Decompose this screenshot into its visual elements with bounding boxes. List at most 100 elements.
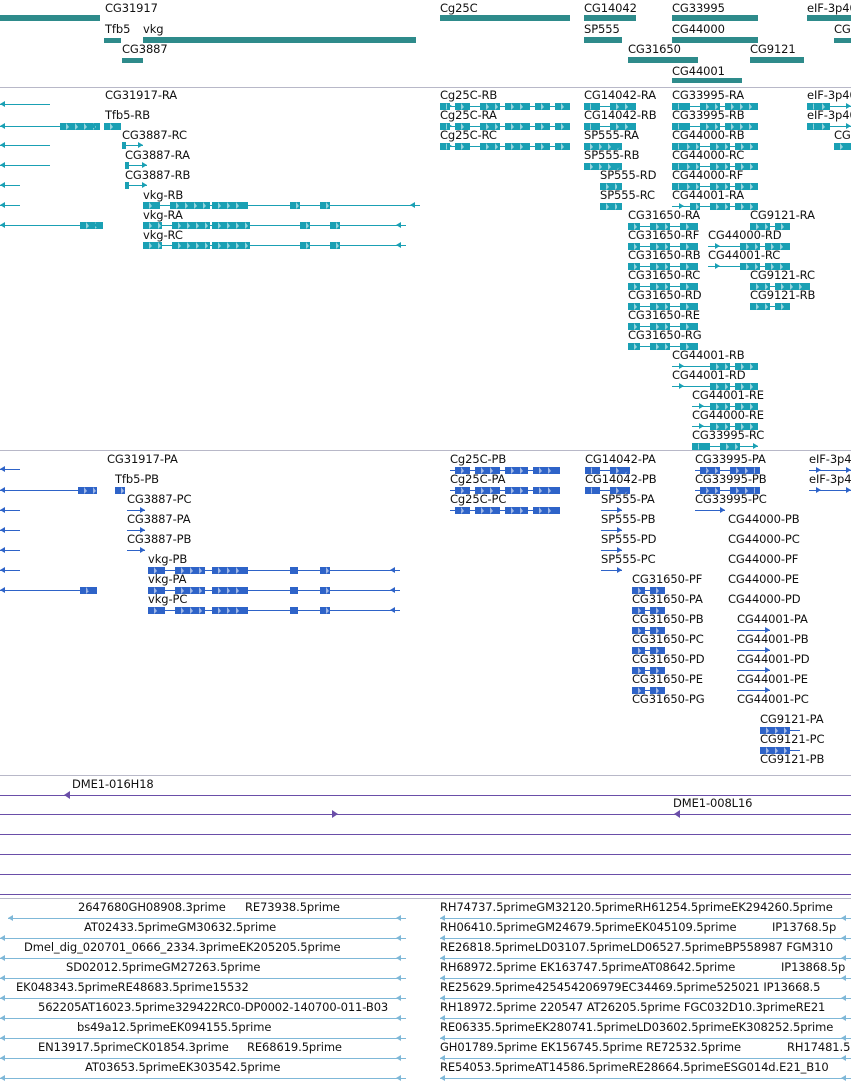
feature-line[interactable] <box>0 510 20 511</box>
feature-label[interactable]: CG9121-PC <box>760 732 825 746</box>
feature-label[interactable]: bs49a12.5primeEK094155.5prime <box>77 1020 272 1034</box>
feature-label[interactable]: RE68619.5prime <box>247 1040 342 1054</box>
feature-line[interactable] <box>737 650 770 651</box>
feature-label[interactable]: CG31917-PA <box>107 452 178 466</box>
feature-line[interactable] <box>0 205 20 206</box>
feature-label[interactable]: EN13917.5primeCK01854.3prime <box>38 1040 229 1054</box>
feature-label[interactable]: RH74737.5primeGM32120.5primeRH61254.5pri… <box>440 900 833 914</box>
feature-label[interactable]: CG31650-RF <box>628 228 700 242</box>
feature-line[interactable] <box>601 530 622 531</box>
feature-label[interactable]: CG33995 <box>672 1 725 15</box>
feature-line[interactable] <box>125 165 147 166</box>
feature-label[interactable]: Tfb5-PB <box>115 472 159 486</box>
feature-label[interactable]: CG44000-PD <box>728 592 801 606</box>
gene-glyph[interactable] <box>584 15 636 21</box>
feature-label[interactable]: CG44001-RD <box>672 368 746 382</box>
feature-label[interactable]: RH18972.5prime 220547 AT26205.5prime FGC… <box>440 1000 826 1014</box>
feature-line[interactable] <box>737 670 770 671</box>
feature-label[interactable]: Cg25C-PA <box>450 472 506 486</box>
feature-line[interactable] <box>440 1078 851 1079</box>
feature-label[interactable]: SP555-PD <box>601 532 657 546</box>
feature-line[interactable] <box>750 226 790 227</box>
feature-label[interactable]: eIF-3p40 <box>807 88 851 102</box>
feature-label[interactable]: SP555 <box>584 22 620 36</box>
feature-line[interactable] <box>0 854 851 855</box>
feature-label[interactable]: CG9121-PA <box>760 712 824 726</box>
feature-label[interactable]: CG9121-RB <box>750 288 816 302</box>
feature-line[interactable] <box>0 126 100 127</box>
feature-label[interactable]: vkg-RA <box>143 208 183 222</box>
gene-glyph[interactable] <box>440 15 570 21</box>
feature-label[interactable]: CG3887-PC <box>127 492 192 506</box>
feature-line[interactable] <box>8 918 406 919</box>
feature-line[interactable] <box>0 834 851 835</box>
feature-label[interactable]: CG44001-PB <box>737 632 809 646</box>
feature-label[interactable]: CG3887-RB <box>125 168 191 182</box>
feature-label[interactable]: CG9121-PB <box>760 752 825 766</box>
feature-line[interactable] <box>0 938 406 939</box>
feature-label[interactable]: CG31650-RE <box>628 308 700 322</box>
feature-label[interactable]: CG31650-PC <box>632 632 704 646</box>
feature-label[interactable]: DME1-008L16 <box>673 796 753 810</box>
feature-label[interactable]: RE06335.5primeEK280741.5primeLD03602.5pr… <box>440 1020 834 1034</box>
feature-line[interactable] <box>122 145 143 146</box>
feature-line[interactable] <box>0 795 851 796</box>
feature-label[interactable]: RH17481.5 <box>787 1040 851 1054</box>
feature-label[interactable]: CG <box>834 128 851 142</box>
feature-label[interactable]: RE26818.5primeLD03107.5primeLD06527.5pri… <box>440 940 834 954</box>
feature-line[interactable] <box>737 690 770 691</box>
gene-glyph[interactable] <box>104 37 121 43</box>
feature-line[interactable] <box>0 978 406 979</box>
feature-label[interactable]: CG31650-PE <box>632 672 703 686</box>
feature-label[interactable]: CG31650-RG <box>628 328 702 342</box>
feature-label[interactable]: CG44001-RE <box>692 388 764 402</box>
feature-label[interactable]: CG3887-PA <box>127 512 191 526</box>
gene-glyph[interactable] <box>672 77 742 83</box>
feature-label[interactable]: SP555-RA <box>584 128 639 142</box>
feature-label[interactable]: CG14042-RA <box>584 88 657 102</box>
feature-label[interactable]: CG31650-PB <box>632 612 704 626</box>
feature-label[interactable]: eIF-3p40 <box>807 108 851 122</box>
feature-label[interactable]: CG44000-RC <box>672 148 745 162</box>
feature-label[interactable]: CG33995-RC <box>692 428 765 442</box>
feature-label[interactable]: CG33995-PA <box>695 452 766 466</box>
feature-label[interactable]: DME1-016H18 <box>72 777 154 791</box>
feature-label[interactable]: SD02012.5primeGM27263.5prime <box>66 960 261 974</box>
feature-label[interactable]: CG44001-PE <box>737 672 808 686</box>
feature-line[interactable] <box>0 1078 406 1079</box>
feature-label[interactable]: AT03653.5primeEK303542.5prime <box>85 1060 281 1074</box>
gene-glyph[interactable] <box>628 57 698 63</box>
feature-label[interactable]: CG3887 <box>122 42 168 56</box>
feature-label[interactable]: CG31650-RB <box>628 248 701 262</box>
feature-label[interactable]: CG3887-RC <box>122 128 187 142</box>
feature-label[interactable]: CG <box>834 22 851 36</box>
feature-line[interactable] <box>632 590 665 591</box>
feature-label[interactable]: vkg-RB <box>143 188 184 202</box>
feature-line[interactable] <box>0 185 20 186</box>
feature-label[interactable]: SP555-RC <box>600 188 655 202</box>
feature-line[interactable] <box>127 530 145 531</box>
feature-line[interactable] <box>601 550 622 551</box>
feature-line[interactable] <box>0 958 406 959</box>
feature-label[interactable]: CG9121-RC <box>750 268 815 282</box>
feature-label[interactable]: Tfb5 <box>105 22 131 36</box>
feature-label[interactable]: CG31650-RD <box>628 288 702 302</box>
feature-label[interactable]: CG44001-RC <box>708 248 781 262</box>
feature-label[interactable]: CG31650-PF <box>632 572 703 586</box>
feature-line[interactable] <box>0 570 20 571</box>
feature-label[interactable]: CG14042-PA <box>585 452 656 466</box>
feature-label[interactable]: AT02433.5primeGM30632.5prime <box>84 920 277 934</box>
feature-line[interactable] <box>0 550 20 551</box>
feature-label[interactable]: Dmel_dig_020701_0666_2334.3primeEK205205… <box>24 940 341 954</box>
feature-line[interactable] <box>0 165 50 166</box>
feature-label[interactable]: CG33995-PC <box>695 492 767 506</box>
gene-glyph[interactable] <box>0 15 100 21</box>
feature-label[interactable]: CG33995-RB <box>672 108 745 122</box>
feature-line[interactable] <box>0 1038 406 1039</box>
feature-line[interactable] <box>440 1058 851 1059</box>
gene-glyph[interactable] <box>834 37 851 43</box>
feature-label[interactable]: CG31650-PG <box>632 692 705 706</box>
feature-label[interactable]: RH06410.5primeGM24679.5primeEK045109.5pr… <box>440 920 737 934</box>
feature-line[interactable] <box>148 570 400 571</box>
feature-line[interactable] <box>632 610 665 611</box>
